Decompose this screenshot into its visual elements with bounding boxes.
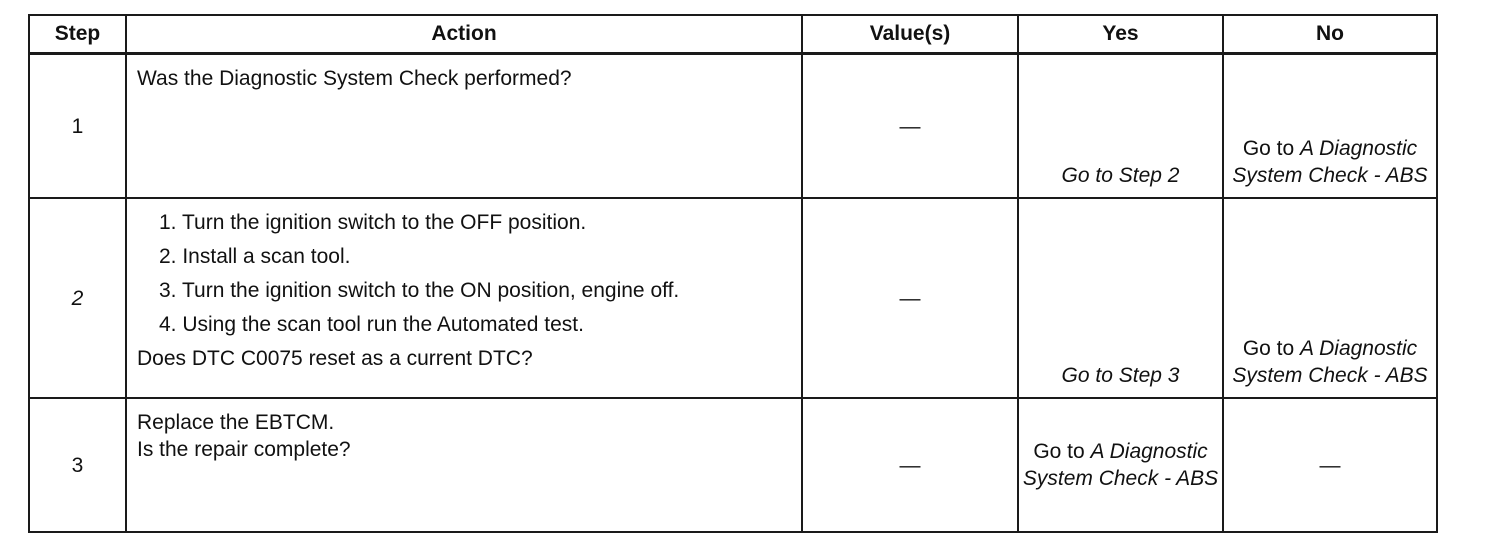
list-item: 1. Turn the ignition switch to the OFF p… <box>159 211 587 234</box>
step-number: 2 <box>28 197 127 399</box>
action-cell: Was the Diagnostic System Check performe… <box>125 52 803 199</box>
header-yes: Yes <box>1017 14 1224 55</box>
list-item: 3. Turn the ignition switch to the ON po… <box>159 279 680 302</box>
header-step: Step <box>28 14 127 55</box>
table-row: 3 Replace the EBTCM. Is the repair compl… <box>28 397 1438 533</box>
header-values: Value(s) <box>801 14 1019 55</box>
step-number: 3 <box>28 397 127 533</box>
yes-goto-link[interactable]: Go to Step 3 <box>1061 364 1180 387</box>
value-cell: — <box>801 197 1019 399</box>
list-item: 2. Install a scan tool. <box>159 245 351 268</box>
yes-cell: Go to Step 2 <box>1017 52 1224 199</box>
action-steps-list: 1. Turn the ignition switch to the OFF p… <box>137 209 791 338</box>
no-cell: Go to A Diagnostic System Check - ABS <box>1222 197 1438 399</box>
diagnostic-table: Step Action Value(s) Yes No 1 Was the Di… <box>28 14 1438 533</box>
action-question: Does DTC C0075 reset as a current DTC? <box>137 347 533 370</box>
no-goto-prefix: Go to <box>1242 337 1295 360</box>
action-cell: Replace the EBTCM. Is the repair complet… <box>125 397 803 533</box>
action-line: Replace the EBTCM. <box>137 411 335 434</box>
no-goto-link[interactable]: A Diagnostic System Check - ABS <box>1232 337 1428 387</box>
yes-goto-link[interactable]: Go to Step 2 <box>1061 164 1180 187</box>
no-cell: — <box>1222 397 1438 533</box>
diagnostic-table-container: Step Action Value(s) Yes No 1 Was the Di… <box>28 14 1438 533</box>
header-action: Action <box>125 14 803 55</box>
yes-goto-link[interactable]: A Diagnostic System Check - ABS <box>1022 440 1219 490</box>
step-number: 1 <box>28 52 127 199</box>
value-cell: — <box>801 52 1019 199</box>
header-row: Step Action Value(s) Yes No <box>28 14 1438 55</box>
header-no: No <box>1222 14 1438 55</box>
action-cell: 1. Turn the ignition switch to the OFF p… <box>125 197 803 399</box>
yes-goto-prefix: Go to <box>1033 440 1085 463</box>
yes-cell: Go to A Diagnostic System Check - ABS <box>1017 397 1224 533</box>
table-row: 1 Was the Diagnostic System Check perfor… <box>28 52 1438 199</box>
table-row: 2 1. Turn the ignition switch to the OFF… <box>28 197 1438 399</box>
no-goto-link[interactable]: A Diagnostic System Check - ABS <box>1232 137 1428 187</box>
yes-cell: Go to Step 3 <box>1017 197 1224 399</box>
no-cell: Go to A Diagnostic System Check - ABS <box>1222 52 1438 199</box>
action-question: Is the repair complete? <box>137 438 351 461</box>
no-goto-prefix: Go to <box>1242 137 1295 160</box>
action-text: Was the Diagnostic System Check performe… <box>137 67 572 90</box>
list-item: 4. Using the scan tool run the Automated… <box>159 313 584 336</box>
value-cell: — <box>801 397 1019 533</box>
